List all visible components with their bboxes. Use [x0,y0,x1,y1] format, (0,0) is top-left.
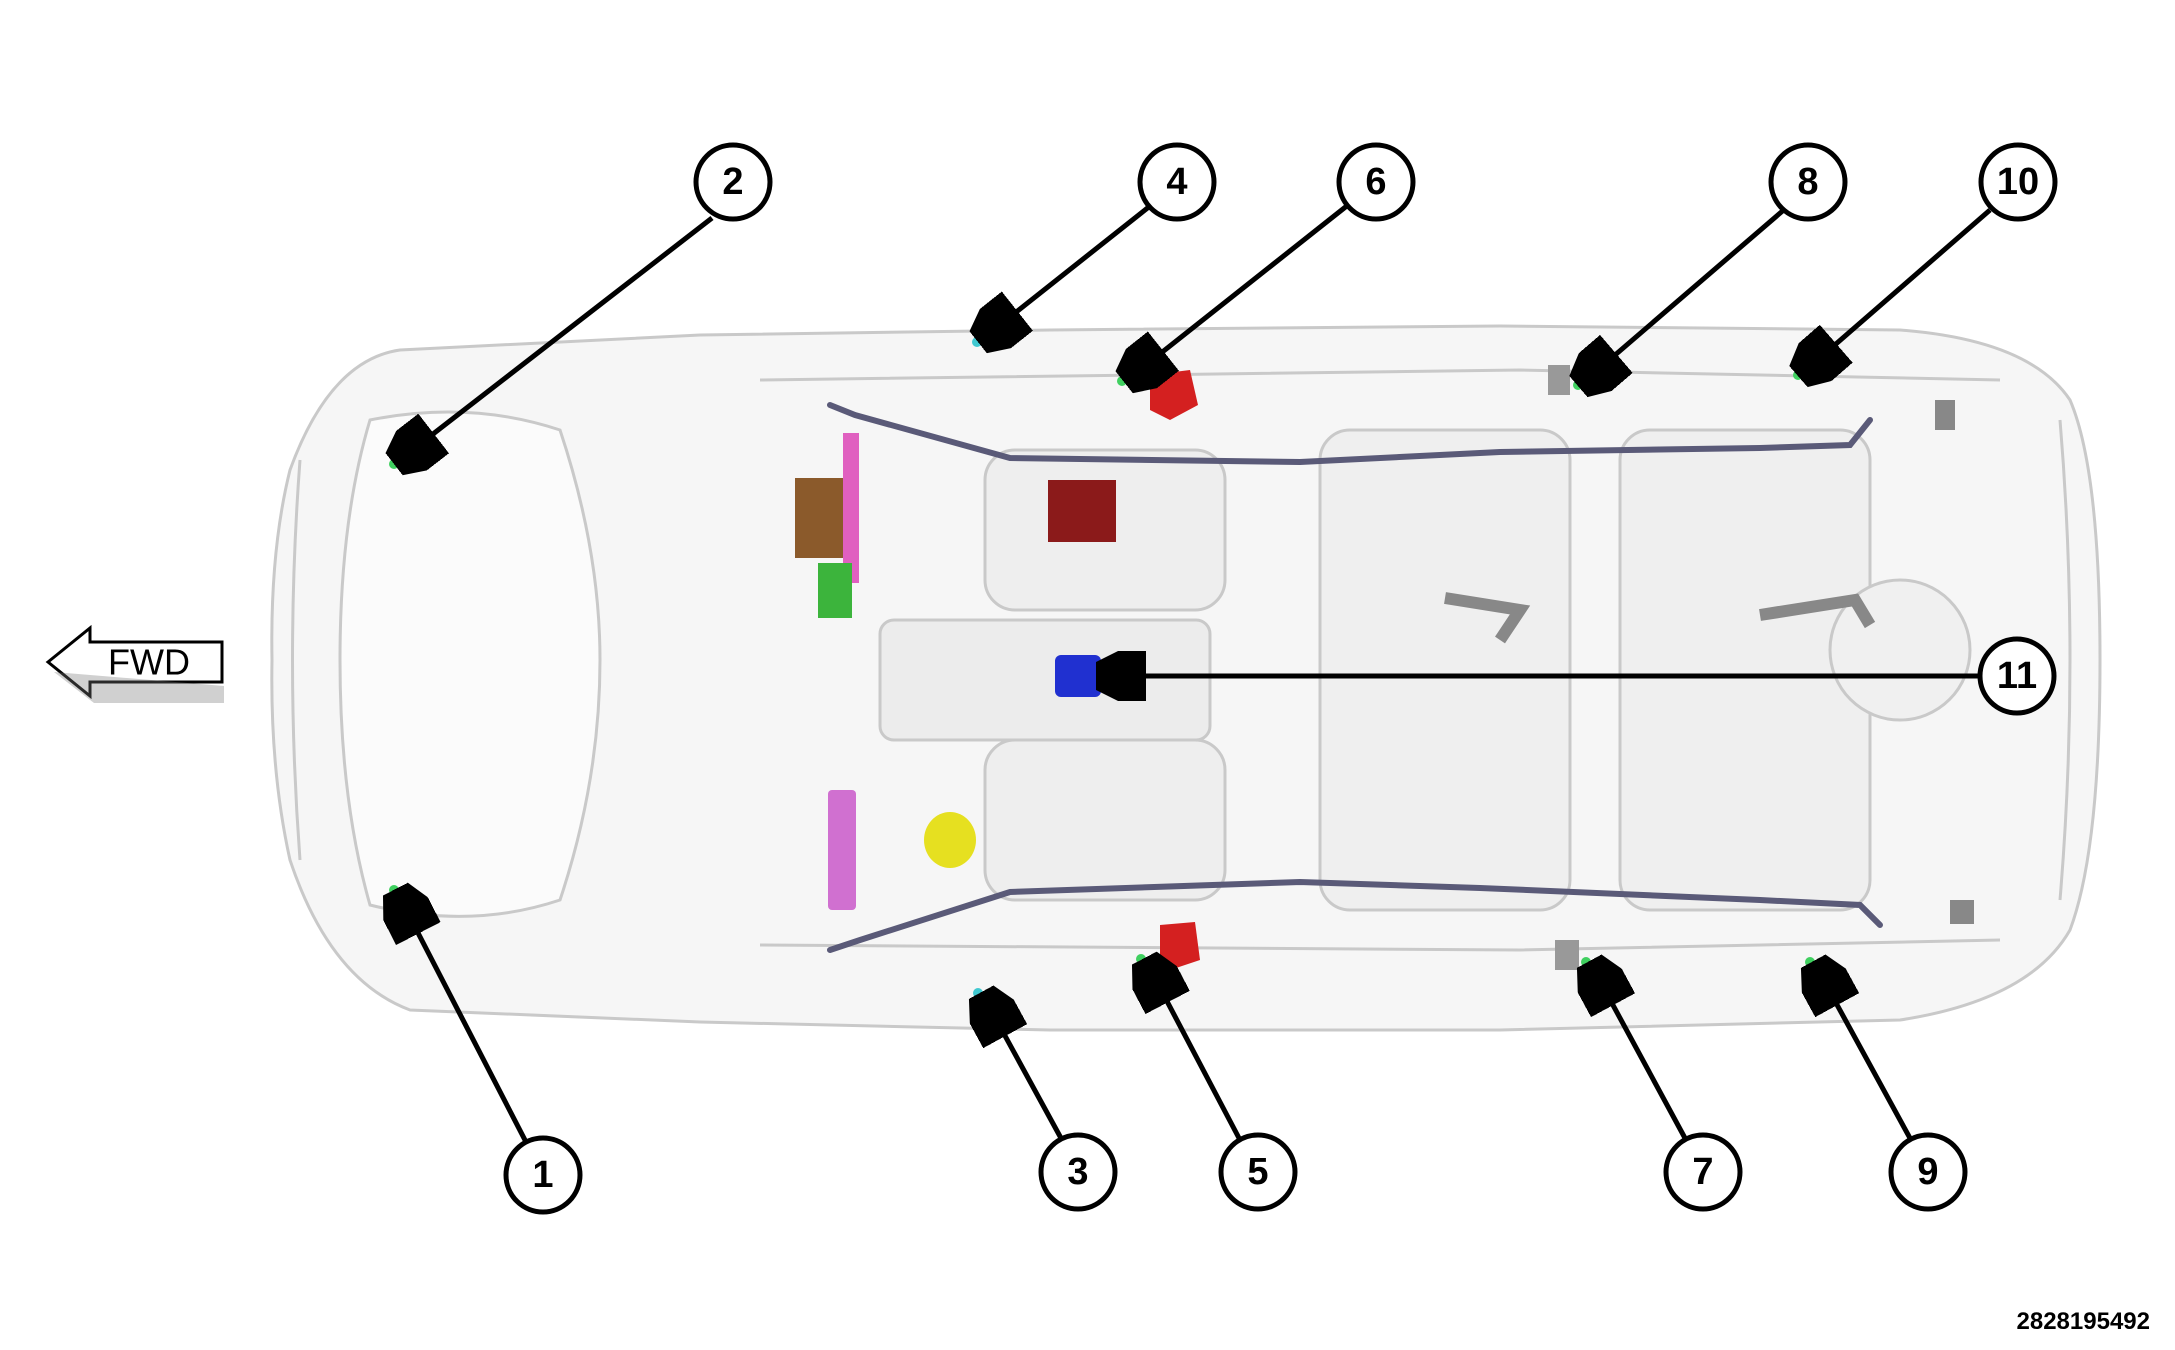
left-curtain-airbag [827,402,1873,466]
second-row-belt-right [1555,940,1579,970]
callout-4: 4 [1137,142,1217,222]
knee-airbag-module-right [828,790,856,910]
impact-sensor-2 [389,459,399,469]
leader-arrow-6 [1132,203,1350,376]
leader-arrows [400,203,1992,1144]
callout-label-1: 1 [532,1154,553,1196]
windshield-area [338,410,602,918]
callout-label-6: 6 [1365,161,1386,203]
impact-sensor-8 [1573,380,1583,390]
fwd-label: FWD [108,642,190,683]
callout-1: 1 [503,1135,583,1215]
callout-label-11: 11 [1997,655,2037,697]
callout-label-2: 2 [722,161,743,203]
callout-2: 2 [693,142,773,222]
callout-label-9: 9 [1917,1151,1938,1193]
second-row-seat [1318,428,1572,912]
driver-airbag [924,812,976,868]
callout-label-5: 5 [1247,1151,1268,1193]
third-row-center-belt [1759,593,1876,629]
callout-label-7: 7 [1692,1151,1713,1193]
components [389,337,1974,998]
leader-arrow-1 [400,898,529,1144]
leader-arrow-8 [1586,206,1788,380]
impact-sensor-5 [1136,954,1146,964]
leader-arrow-2 [402,216,714,458]
callout-label-10: 10 [1997,161,2039,203]
knee-airbag-bracket [818,563,852,618]
impact-sensor-3 [973,988,983,998]
right-curtain-airbag [827,878,1883,953]
leader-arrow-9 [1818,970,1914,1142]
front-seat-right [983,738,1227,902]
rear-belt-left [1935,400,1955,430]
forward-direction-arrow: FWD [45,624,224,703]
callout-9: 9 [1888,1132,1968,1212]
callout-5: 5 [1218,1132,1298,1212]
center-console [878,618,1212,742]
impact-sensor-10 [1793,370,1803,380]
callout-label-3: 3 [1067,1151,1088,1193]
occupant-classification-module [1055,655,1101,697]
callout-8: 8 [1768,142,1848,222]
second-row-center-belt [1444,592,1531,644]
impact-sensor-1 [389,885,399,895]
rear-bumper-line [2058,419,2072,901]
impact-sensor-4 [972,337,982,347]
callout-6: 6 [1336,142,1416,222]
cabin-right-rail [759,938,2001,952]
seat-airbag-left [1048,480,1116,542]
knee-airbag-module-left [843,433,859,583]
impact-sensor-6 [1117,376,1127,386]
callout-3: 3 [1038,1132,1118,1212]
callout-label-8: 8 [1797,161,1818,203]
callout-11: 11 [1977,636,2057,716]
figure-id: 2828195492 [2016,1308,2150,1335]
leader-arrow-7 [1594,970,1689,1142]
curtain-airbags [827,402,1883,953]
impact-sensor-7 [1581,957,1591,967]
leader-arrow-3 [986,1001,1065,1142]
leader-arrow-5 [1149,967,1243,1142]
impact-sensor-9 [1805,957,1815,967]
second-row-belt-left [1548,365,1570,395]
leader-arrow-4 [986,204,1152,336]
callout-label-4: 4 [1166,161,1187,203]
rear-belt-right [1950,900,1974,924]
callout-7: 7 [1663,1132,1743,1212]
callout-10: 10 [1978,142,2058,222]
leader-arrow-10 [1806,208,1992,370]
front-bumper-line [291,459,302,861]
